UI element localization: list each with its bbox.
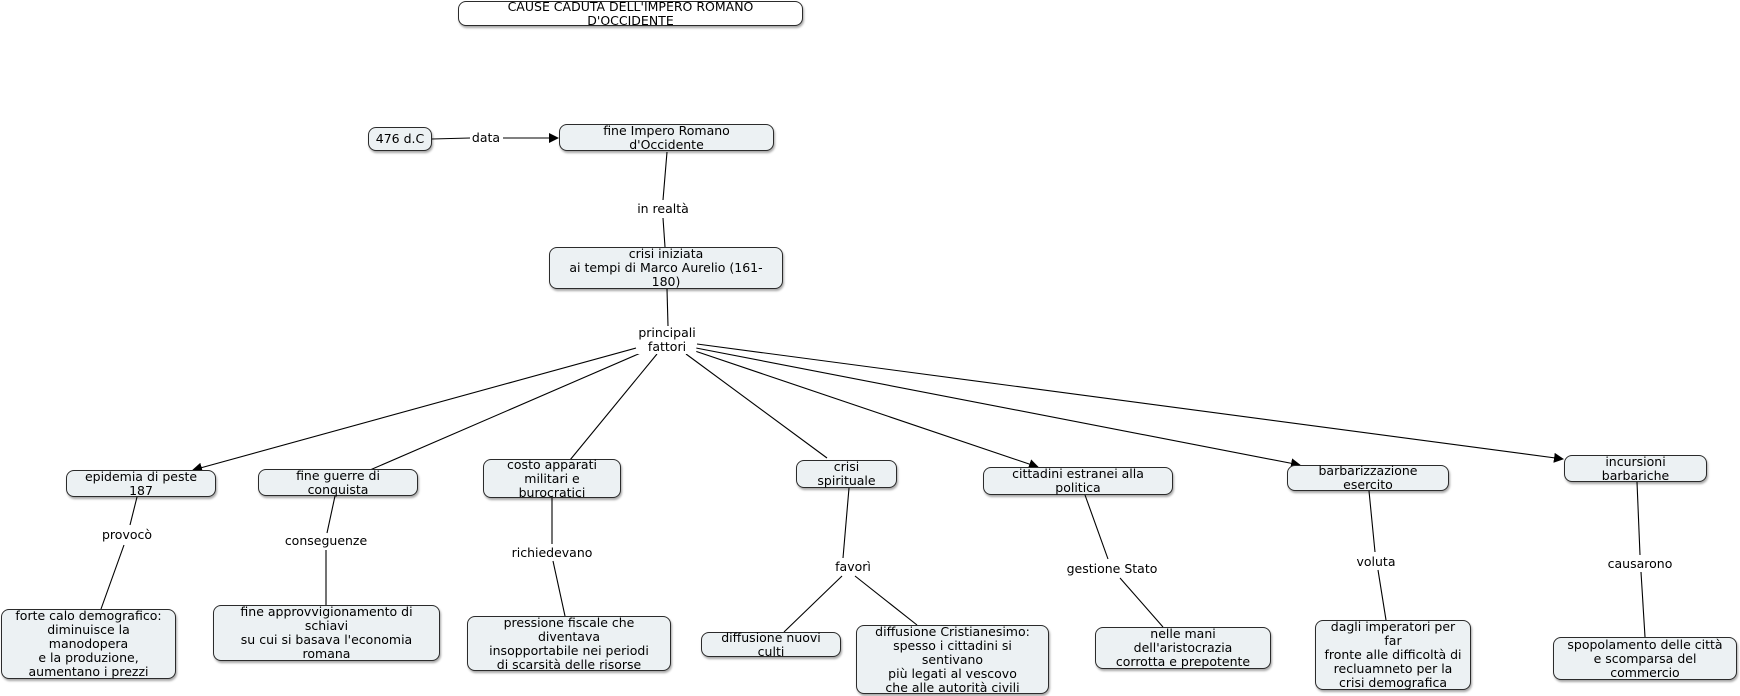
link-label-provoco: provocò <box>100 527 154 542</box>
connector-end-empire-realta <box>662 151 668 201</box>
connector-crisis-fattori <box>666 288 669 327</box>
connector-favori-christianity <box>854 575 918 626</box>
link-label-causarono: causarono <box>1606 556 1674 571</box>
node-christianity[interactable]: diffusione Cristianesimo: spesso i citta… <box>856 624 1049 694</box>
link-label-favori: favorì <box>834 559 872 574</box>
link-label-in-realta: in realtà <box>636 201 690 216</box>
node-spiritual[interactable]: crisi spirituale <box>796 460 897 488</box>
node-slaves[interactable]: fine approvvigionamento di schiavi su cu… <box>213 605 440 661</box>
connector-realta-crisis <box>662 217 666 248</box>
connector-spiritual-favori <box>842 487 850 559</box>
connector-fattori-spiritual <box>685 353 828 459</box>
connector-barbarization-voluta <box>1368 490 1376 553</box>
node-end-wars[interactable]: fine guerre di conquista <box>258 468 418 496</box>
node-crisis[interactable]: crisi iniziata ai tempi di Marco Aurelio… <box>549 247 783 289</box>
node-plague[interactable]: epidemia di peste 187 <box>66 469 216 497</box>
connector-endwars-conseguenze <box>326 495 336 534</box>
link-label-principali-fattori: principali fattori <box>637 325 697 354</box>
connector-fattori-end-wars <box>369 351 644 471</box>
node-emperors[interactable]: dagli imperatori per far fronte alle dif… <box>1315 620 1471 690</box>
node-citizens[interactable]: cittadini estranei alla politica <box>983 467 1173 495</box>
connector-date-data <box>431 137 471 140</box>
map-title: CAUSE CADUTA DELL'IMPERO ROMANO D'OCCIDE… <box>458 0 803 27</box>
connector-favori-cults <box>783 575 843 633</box>
connector-fattori-plague <box>192 347 637 473</box>
connector-incursions-causarono <box>1636 481 1641 556</box>
node-barbarization[interactable]: barbarizzazione esercito <box>1287 464 1449 492</box>
connector-gestione-aristocracy <box>1119 577 1164 628</box>
node-cost[interactable]: costo apparati militari e burocratici <box>483 457 621 499</box>
connector-fattori-barbarization <box>695 347 1301 469</box>
connector-fattori-incursions <box>696 343 1564 463</box>
node-fiscal[interactable]: pressione fiscale che diventava insoppor… <box>467 615 671 671</box>
connector-provoco-demographic <box>100 544 125 610</box>
connector-plague-provoco <box>129 496 138 526</box>
connector-fattori-cost <box>569 353 658 461</box>
link-label-conseguenze: conseguenze <box>283 533 369 548</box>
link-label-gestione-stato: gestione Stato <box>1065 561 1159 576</box>
node-date[interactable]: 476 d.C <box>368 127 432 151</box>
connector-citizens-gestione <box>1084 494 1109 560</box>
connector-causarono-depopulation <box>1640 571 1646 638</box>
node-cults[interactable]: diffusione nuovi culti <box>701 630 841 658</box>
connector-voluta-emperors <box>1377 569 1387 621</box>
node-aristocracy[interactable]: nelle mani dell'aristocrazia corrotta e … <box>1095 627 1271 669</box>
connector-richiedevano-fiscal <box>552 560 566 617</box>
node-demographic[interactable]: forte calo demografico: diminuisce la ma… <box>1 609 176 679</box>
link-label-voluta: voluta <box>1355 554 1397 569</box>
connector-fattori-citizens <box>691 349 1039 469</box>
node-incursions[interactable]: incursioni barbariche <box>1564 454 1707 482</box>
link-label-data: data <box>470 130 502 145</box>
node-depopulation[interactable]: spopolamento delle città e scomparsa del… <box>1553 637 1737 680</box>
node-end-empire[interactable]: fine Impero Romano d'Occidente <box>559 123 774 151</box>
link-label-richiedevano: richiedevano <box>510 545 594 560</box>
